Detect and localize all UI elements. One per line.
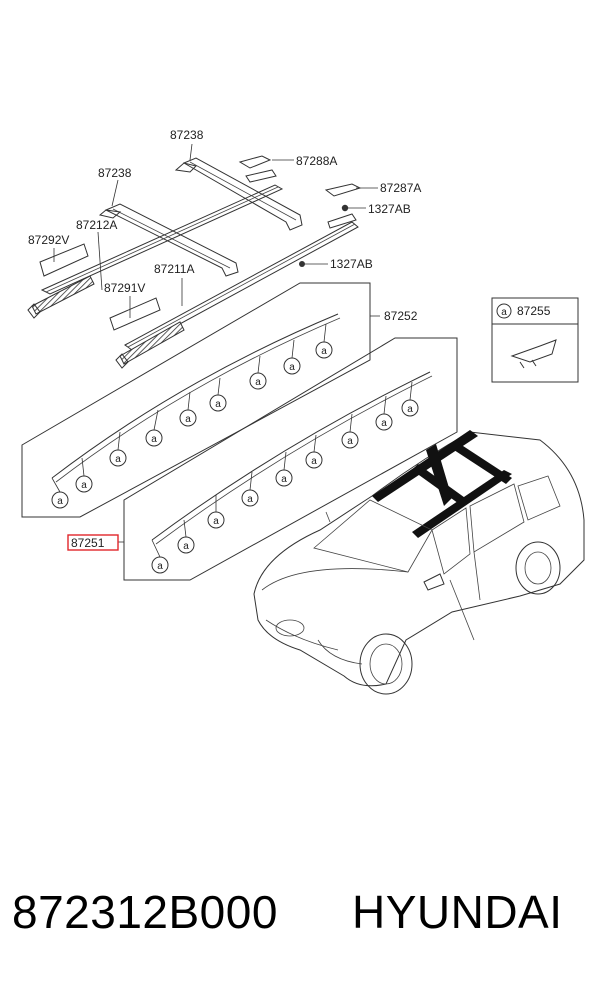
clip-a-marker: a	[177, 519, 195, 554]
label-87212A: 87212A	[76, 218, 117, 232]
clip-a-marker: a	[305, 434, 323, 469]
label-87251: 87251	[71, 536, 105, 550]
clip-a-marker: a	[209, 377, 227, 412]
clip-a-marker: a	[341, 413, 359, 449]
clip-a-letter: a	[255, 377, 261, 388]
clip-a-marker: a	[275, 451, 293, 487]
rail-end-cover-87291V	[109, 297, 185, 369]
part-labels: 87238 87238 87288A 87287A 1327AB 1327AB …	[28, 128, 551, 551]
cover-87288A	[238, 155, 277, 183]
footer-part-number: 872312B000	[12, 886, 278, 938]
clip-a-marker: a	[179, 391, 197, 427]
clip-a-letter: a	[321, 346, 327, 357]
footer-brand: HYUNDAI	[352, 886, 563, 938]
molding-panel-87252	[21, 282, 371, 518]
label-1327AB-upper: 1327AB	[368, 202, 411, 216]
clip-a-inset-icon: a	[496, 303, 512, 319]
clip-a-marker: a	[75, 457, 93, 493]
clip-a-marker: a	[51, 477, 69, 509]
clip-a-letter: a	[151, 434, 157, 445]
label-87292V: 87292V	[28, 233, 69, 247]
roof-rail-87211A	[124, 221, 359, 351]
roof-rail-87212A	[40, 184, 284, 295]
label-87255: 87255	[517, 304, 551, 318]
clip-a-letter: a	[213, 516, 219, 527]
label-87287A: 87287A	[380, 181, 421, 195]
clip-a-letter: a	[407, 404, 413, 415]
clip-a-marker: a	[241, 471, 259, 507]
clip-a-letter: a	[381, 418, 387, 429]
highlight-box-87251	[67, 534, 119, 551]
clip-a-marker: a	[315, 323, 333, 359]
clip-a-letter: a	[247, 494, 253, 505]
svg-text:a: a	[501, 307, 507, 318]
clip-group: a a a a a a a a a a a a a a a a a a	[51, 323, 419, 574]
clip-a-letter: a	[185, 414, 191, 425]
clip-a-marker: a	[109, 431, 127, 467]
clip-a-letter: a	[347, 436, 353, 447]
clip-a-letter: a	[57, 496, 63, 507]
bolt-1327AB-upper	[341, 204, 349, 212]
clip-a-marker: a	[151, 539, 169, 574]
clip-a-letter: a	[215, 399, 221, 410]
clip-a-marker: a	[207, 495, 225, 529]
clip-a-marker: a	[401, 381, 419, 417]
clip-a-letter: a	[281, 474, 287, 485]
label-87291V: 87291V	[104, 281, 145, 295]
roof-crossbar-rear	[174, 157, 303, 231]
rail-end-cover-87292V	[27, 243, 95, 319]
label-87252: 87252	[384, 309, 418, 323]
inset-box-87255: a	[491, 297, 579, 383]
label-87238-left: 87238	[98, 166, 132, 180]
suv-car-illustration	[253, 430, 585, 695]
leader-lines	[53, 143, 380, 543]
label-87288A: 87288A	[296, 154, 337, 168]
label-1327AB-lower: 1327AB	[330, 257, 373, 271]
label-87238-top: 87238	[170, 128, 204, 142]
clip-a-letter: a	[157, 561, 163, 572]
clip-a-marker: a	[145, 409, 163, 447]
clip-a-letter: a	[183, 541, 189, 552]
clip-a-letter: a	[311, 456, 317, 467]
clip-a-marker: a	[283, 339, 301, 375]
bolt-1327AB-lower	[299, 261, 305, 267]
label-87211A: 87211A	[154, 262, 194, 276]
clip-a-marker: a	[375, 395, 393, 431]
clip-a-letter: a	[81, 480, 87, 491]
clip-a-letter: a	[115, 454, 121, 465]
clip-a-letter: a	[289, 362, 295, 373]
clip-a-marker: a	[249, 355, 267, 390]
molding-panel-87251	[123, 337, 458, 581]
